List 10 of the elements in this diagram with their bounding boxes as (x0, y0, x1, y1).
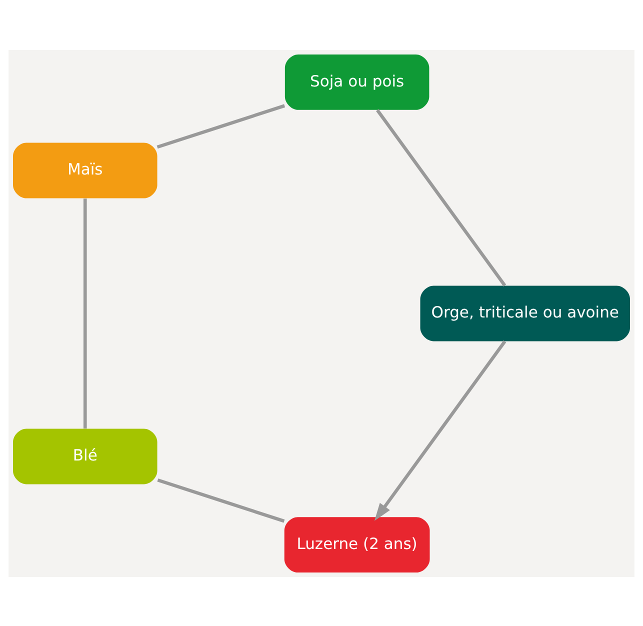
node-box: Soja ou pois (284, 54, 430, 110)
node-box: Orge, triticale ou avoine (420, 285, 630, 341)
connector (376, 108, 506, 286)
connector (156, 104, 286, 148)
node-box: Maïs (13, 142, 158, 198)
node-box: Luzerne (2 ans) (284, 516, 430, 572)
connector (83, 198, 87, 428)
node-box: Blé (13, 428, 158, 484)
connector (157, 478, 285, 522)
arrow (374, 340, 506, 520)
